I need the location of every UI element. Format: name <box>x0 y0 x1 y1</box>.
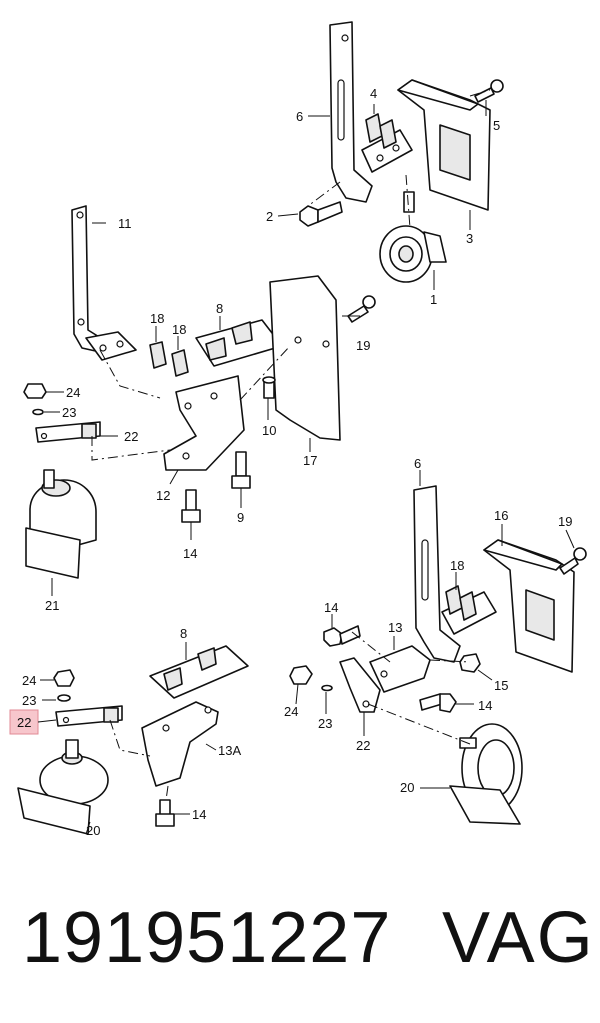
label-24-left: 24 <box>66 385 80 400</box>
label-22-bottom-highlighted: 22 <box>17 715 31 730</box>
nut-part-15 <box>459 653 481 673</box>
horn-part-20-bottom <box>17 739 109 835</box>
label-11: 11 <box>118 216 132 231</box>
bolt-part-10 <box>262 376 276 399</box>
label-19-top: 19 <box>356 338 370 353</box>
right-assembly <box>289 485 587 825</box>
label-17: 17 <box>303 453 317 468</box>
label-2: 2 <box>266 209 273 224</box>
nut-part-24-left <box>23 383 47 399</box>
bracket-part-22-left <box>35 421 101 443</box>
label-20-right: 20 <box>400 780 414 795</box>
screw-part-9 <box>231 451 251 489</box>
label-13: 13 <box>388 620 402 635</box>
clip-part-18a <box>149 341 167 369</box>
footer: 191951227 VAG <box>0 888 600 998</box>
screw-part-19-top <box>347 295 376 323</box>
bolt-part-14-right-a <box>323 625 361 647</box>
label-23-right: 23 <box>318 716 332 731</box>
screw-part-5 <box>474 79 504 103</box>
brand-name: VAG <box>442 898 595 978</box>
horn-part-21 <box>25 469 97 579</box>
label-20-bottom: 20 <box>86 823 100 838</box>
bracket-part-13a <box>141 701 219 787</box>
label-24-right: 24 <box>284 704 298 719</box>
label-15: 15 <box>494 678 508 693</box>
label-5: 5 <box>493 118 500 133</box>
nut-part-24-right <box>289 665 313 685</box>
label-22-right: 22 <box>356 738 370 753</box>
top-horn-assembly <box>299 21 504 283</box>
label-8-mid: 8 <box>216 301 223 316</box>
plate-part-8-mid <box>195 319 283 367</box>
washer-part-23-bottom <box>57 694 71 702</box>
label-21: 21 <box>45 598 59 613</box>
label-19-right: 19 <box>558 514 572 529</box>
bracket-part-11 <box>71 205 105 353</box>
label-8-bottom: 8 <box>180 626 187 641</box>
label-16: 16 <box>494 508 508 523</box>
label-6-top: 6 <box>296 109 303 124</box>
label-24-bottom: 24 <box>22 673 36 688</box>
label-14-right-a: 14 <box>324 600 338 615</box>
screw-part-14-mid <box>181 489 201 523</box>
label-14-mid: 14 <box>183 546 197 561</box>
washer-part-23-right <box>321 684 333 692</box>
label-4: 4 <box>370 86 377 101</box>
washer-part-23-left <box>32 408 44 416</box>
label-9: 9 <box>237 510 244 525</box>
plate-part-17 <box>269 275 341 441</box>
exploded-parts-diagram: 6 4 5 2 3 1 <box>9 21 587 838</box>
label-10: 10 <box>262 423 276 438</box>
label-13a: 13A <box>218 743 241 758</box>
bolt-part-2 <box>299 201 343 227</box>
label-23-bottom: 23 <box>22 693 36 708</box>
screw-part-19-right <box>559 547 587 575</box>
label-6-right: 6 <box>414 456 421 471</box>
bracket-part-6 <box>329 21 373 203</box>
label-22-left: 22 <box>124 429 138 444</box>
bottom-left-assembly <box>17 645 249 835</box>
label-14-bottom: 14 <box>192 807 206 822</box>
nut-part-24-bottom <box>53 669 75 687</box>
screw-part-14-bottom <box>155 799 175 827</box>
bracket-part-22-right <box>339 657 381 713</box>
label-18-right: 18 <box>450 558 464 573</box>
label-1: 1 <box>430 292 437 307</box>
plate-part-8-bottom <box>149 645 249 699</box>
label-18-b: 18 <box>172 322 186 337</box>
label-23-left: 23 <box>62 405 76 420</box>
label-12: 12 <box>156 488 170 503</box>
bracket-part-22-bottom <box>55 705 123 727</box>
label-14-right-b: 14 <box>478 698 492 713</box>
label-18-a: 18 <box>150 311 164 326</box>
middle-left-assembly <box>23 205 376 579</box>
label-3: 3 <box>466 231 473 246</box>
horn-part-20-right <box>449 723 523 825</box>
bolt-part-14-right-b <box>419 693 457 713</box>
bracket-part-6-right <box>413 485 461 663</box>
clip-part-18b <box>171 349 189 377</box>
horn-part-1 <box>379 191 447 283</box>
part-number: 191951227 <box>22 898 392 978</box>
bracket-part-12 <box>163 375 245 471</box>
